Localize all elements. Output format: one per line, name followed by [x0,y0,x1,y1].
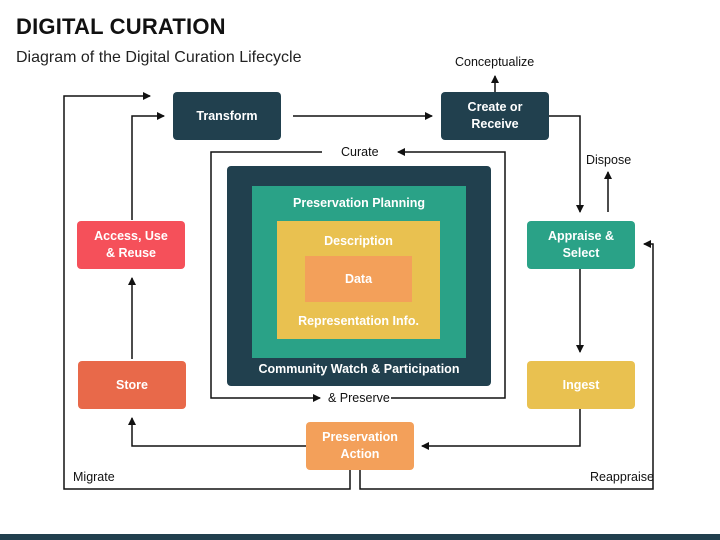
description-label: Description [324,234,393,248]
transform-node: Transform [173,92,281,140]
preservation-planning-label: Preservation Planning [293,196,425,210]
store-node: Store [78,361,186,409]
preservation-action-node: Preservation Action [306,422,414,470]
arrow-create-to-appraise [549,115,584,213]
appraise-select-node: Appraise & Select [527,221,635,269]
access-use-reuse-node: Access, Use & Reuse [77,221,185,269]
migrate-label: Migrate [73,470,115,484]
and-preserve-label: & Preserve [328,391,390,405]
arrow-access-to-transform [131,112,165,220]
arrow-migrate-loop [63,92,351,490]
arrow-action-to-store [128,417,306,447]
footer-bar [0,534,720,540]
curate-frame-left [210,151,322,402]
ingest-node: Ingest [527,361,635,409]
conceptualize-label: Conceptualize [455,55,535,69]
create-receive-node: Create or Receive [441,92,549,140]
reappraise-label: Reappraise [590,470,654,484]
representation-info-label: Representation Info. [298,314,419,328]
data-core: Data [305,256,412,302]
page-subtitle: Diagram of the Digital Curation Lifecycl… [16,49,302,66]
community-watch-label: Community Watch & Participation [258,362,460,376]
curate-frame-right [391,148,506,399]
arrow-reappraise-loop [359,240,654,490]
arrow-ingest-to-action [421,409,581,450]
page-title: DIGITAL CURATION [16,14,226,39]
dispose-label: Dispose [586,153,632,167]
curate-label: Curate [341,145,379,159]
